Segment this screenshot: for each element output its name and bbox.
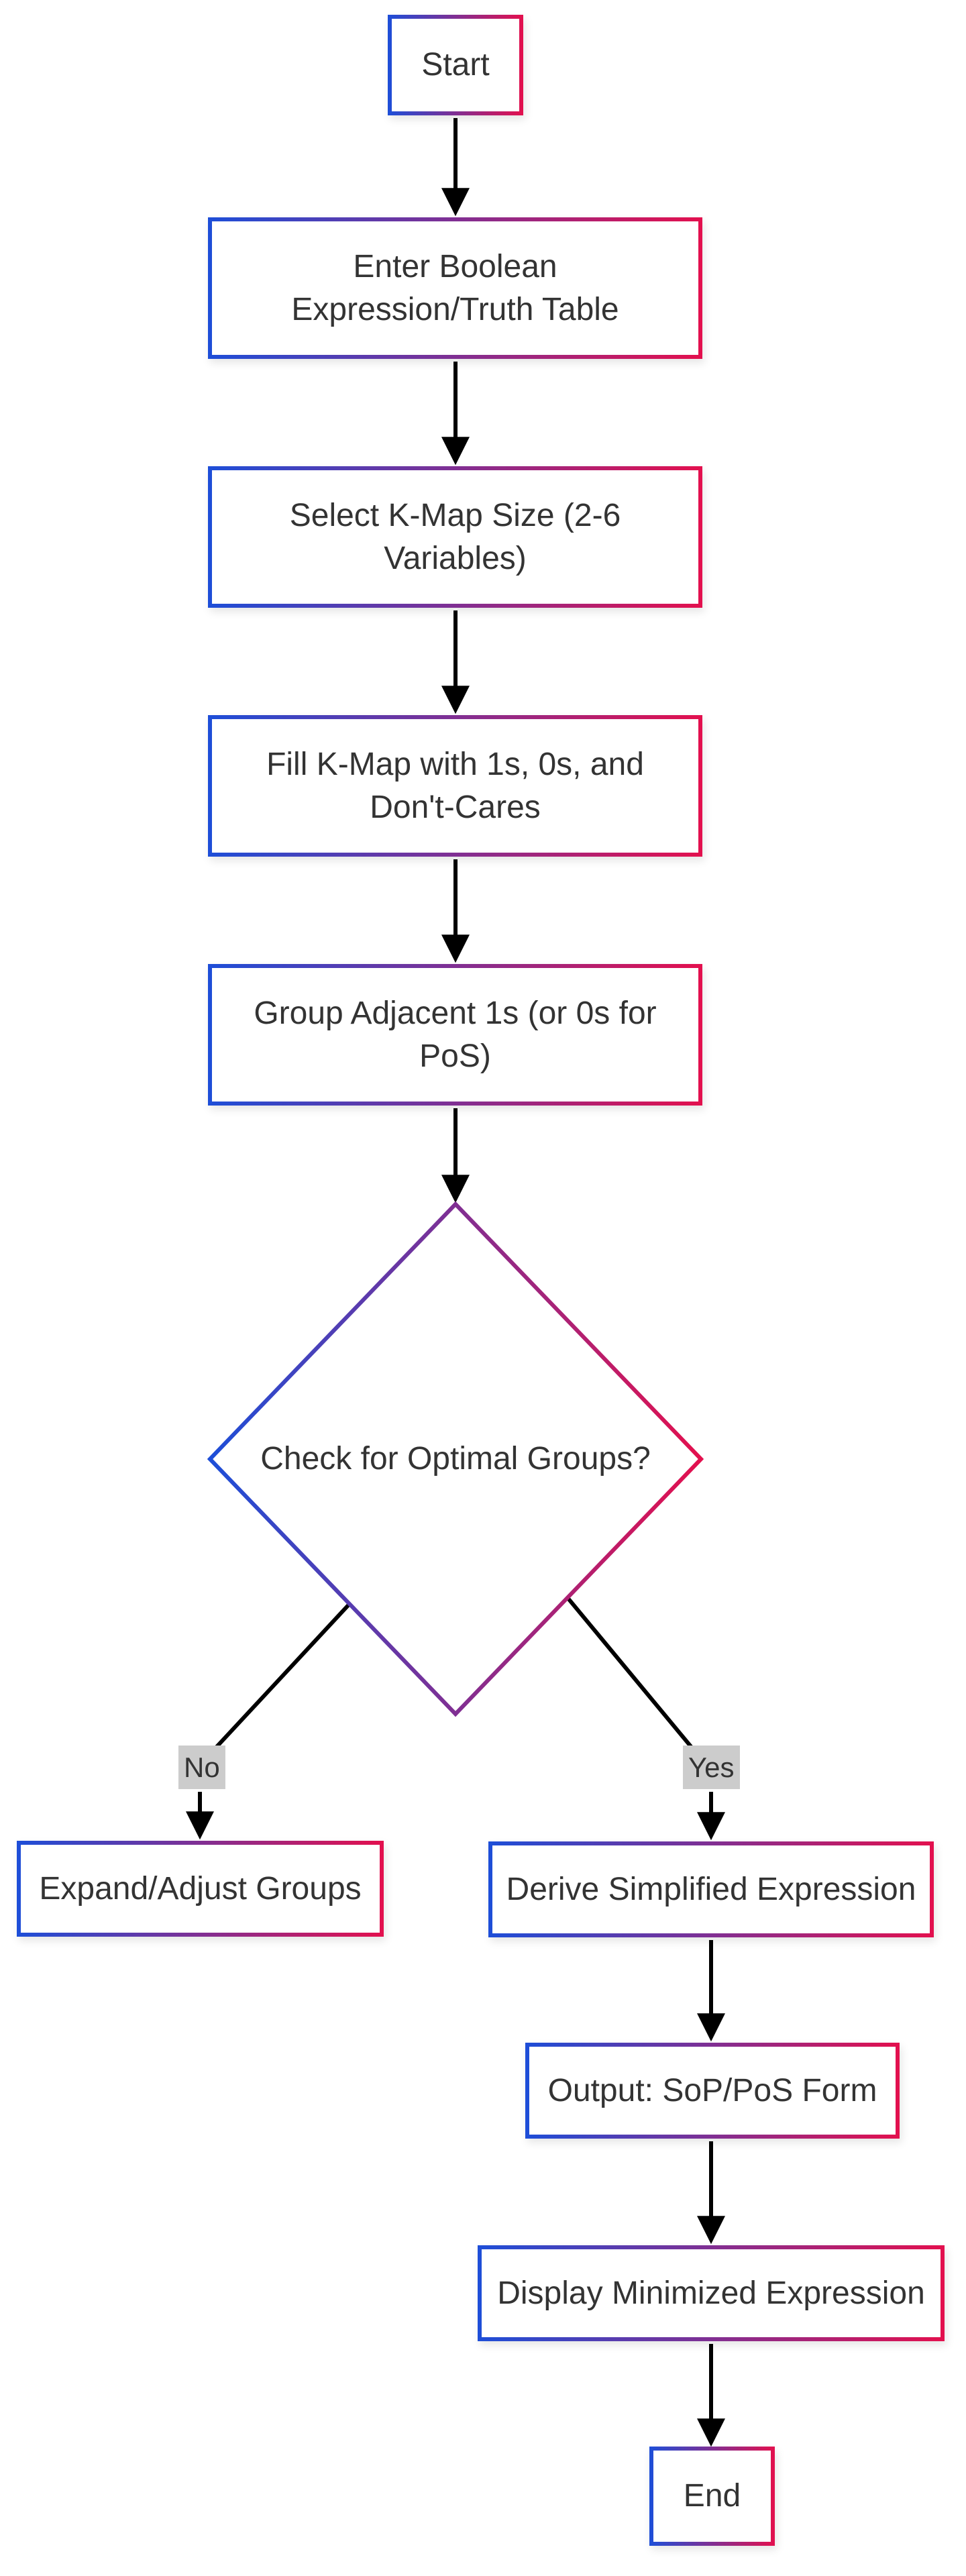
edge-check-yes-diagonal: [564, 1594, 694, 1750]
node-output-form-label: Output: SoP/PoS Form: [547, 2072, 877, 2108]
node-display-minimized: Display Minimized Expression: [478, 2245, 945, 2341]
node-check-optimal-label: Check for Optimal Groups?: [260, 1441, 651, 1477]
edge-label-yes: Yes: [683, 1746, 740, 1789]
node-group-adjacent: Group Adjacent 1s (or 0s for PoS): [208, 964, 702, 1106]
node-derive-expression: Derive Simplified Expression: [488, 1841, 934, 1937]
node-enter-expression: Enter Boolean Expression/Truth Table: [208, 217, 702, 359]
node-expand-adjust: Expand/Adjust Groups: [17, 1841, 384, 1937]
edge-check-no-diagonal: [213, 1593, 360, 1750]
node-expand-adjust-label: Expand/Adjust Groups: [39, 1870, 362, 1907]
edge-label-no: No: [178, 1746, 225, 1789]
node-group-adjacent-label: Group Adjacent 1s (or 0s for PoS): [254, 995, 657, 1074]
node-end-label: End: [683, 2478, 741, 2514]
node-start-label: Start: [421, 47, 490, 83]
node-start: Start: [388, 15, 523, 115]
node-select-kmap-size: Select K-Map Size (2-6 Variables): [208, 466, 702, 608]
node-select-kmap-size-label: Select K-Map Size (2-6 Variables): [289, 497, 621, 576]
node-fill-kmap: Fill K-Map with 1s, 0s, and Don't-Cares: [208, 715, 702, 857]
decision-diamond-shape: [207, 1201, 704, 1717]
node-enter-expression-label: Enter Boolean Expression/Truth Table: [291, 248, 619, 327]
node-derive-expression-label: Derive Simplified Expression: [506, 1871, 916, 1907]
node-display-minimized-label: Display Minimized Expression: [497, 2275, 925, 2311]
node-output-form: Output: SoP/PoS Form: [525, 2043, 900, 2139]
node-fill-kmap-label: Fill K-Map with 1s, 0s, and Don't-Cares: [266, 746, 644, 825]
node-end: End: [649, 2447, 775, 2546]
